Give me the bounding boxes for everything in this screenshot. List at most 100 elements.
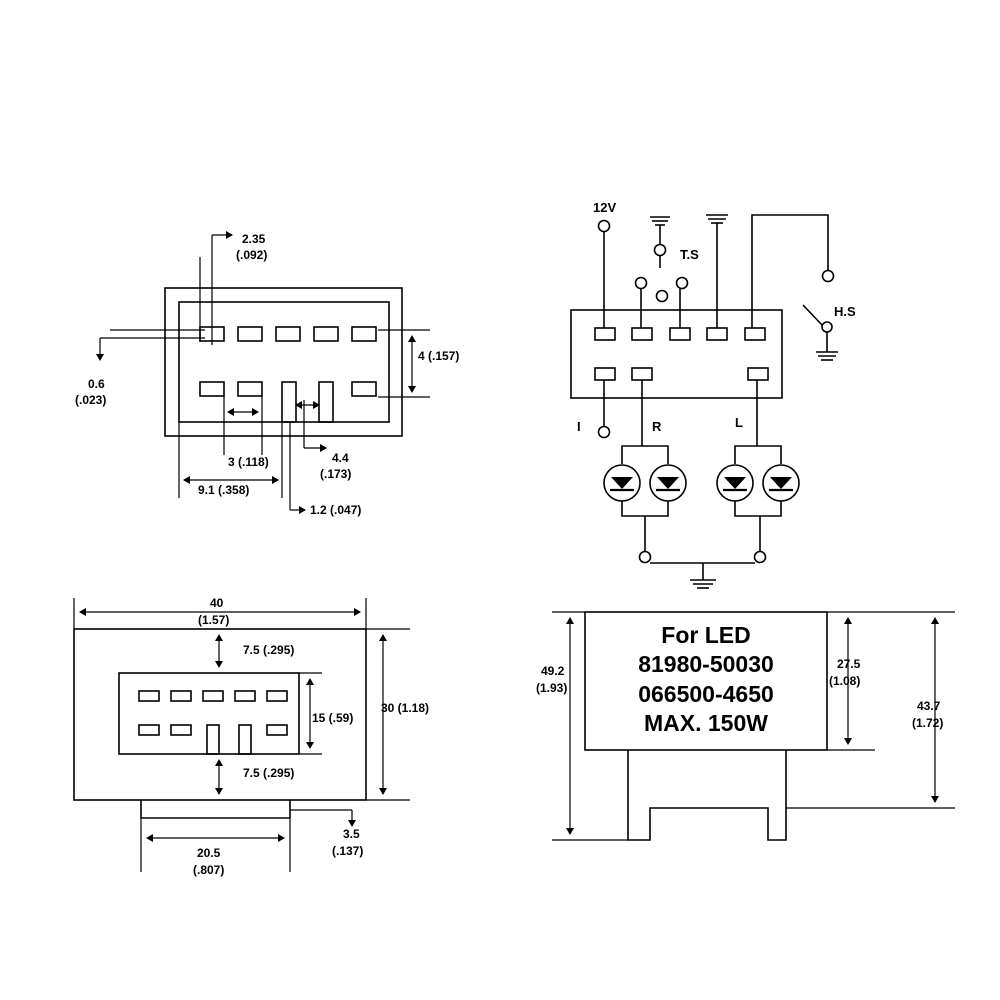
ground-icon	[650, 216, 670, 226]
wide-pin-slot	[318, 381, 334, 423]
terminal-node	[597, 425, 611, 439]
connector-inner-frame	[178, 301, 390, 423]
dim-pin-thickness-inch: (.023)	[75, 393, 106, 407]
pin-slot	[313, 326, 339, 342]
terminal-slot	[744, 327, 766, 341]
terminal-node	[655, 289, 669, 303]
wire	[734, 445, 782, 464]
wire	[751, 214, 829, 328]
dim-wide-pin-gap: 1.2 (.047)	[310, 503, 361, 517]
wire	[621, 445, 669, 464]
switch-lever	[802, 304, 823, 326]
led-diode-icon	[603, 464, 641, 502]
terminal-node	[821, 321, 833, 333]
wiring-diagram: 12V T.S H.S	[570, 200, 856, 589]
led-diode-icon	[649, 464, 687, 502]
dim-total-height-inch: (1.93)	[536, 681, 567, 695]
dim-body-height-mm: 27.5	[837, 657, 861, 671]
terminal-node	[675, 276, 689, 290]
terminal-node	[597, 219, 611, 233]
pin-slot	[237, 326, 263, 342]
pin-slot	[202, 690, 224, 702]
terminal-node	[753, 550, 767, 564]
pin-slot	[138, 690, 160, 702]
terminal-slot	[747, 367, 769, 381]
label-line-2: 81980-50030	[638, 651, 774, 677]
dim-body-height-inch: (1.08)	[829, 674, 860, 688]
dim-wide-pin-mm: 4.4	[332, 451, 349, 465]
terminal-slot	[594, 327, 616, 341]
terminal-slot	[631, 327, 653, 341]
dim-overall-height-inch: (1.72)	[912, 716, 943, 730]
dim-bottom-margin: 7.5 (.295)	[243, 766, 294, 780]
pin-slot	[138, 724, 160, 736]
led-diode-icon	[762, 464, 800, 502]
dim-pin-width-inch: (.092)	[236, 248, 267, 262]
relay-legs	[627, 750, 787, 841]
label-turn-switch: T.S	[680, 247, 699, 262]
terminal-node	[634, 276, 648, 290]
pin-slot	[170, 724, 192, 736]
pin-slot	[199, 381, 225, 397]
dim-base-depth-mm: 3.5	[343, 827, 360, 841]
ground-icon	[690, 579, 716, 589]
dim-pin-thickness-mm: 0.6	[88, 377, 105, 391]
label-hazard-switch: H.S	[834, 304, 856, 319]
dim-offset: 9.1 (.358)	[198, 483, 249, 497]
dim-pin-gap: 3 (.118)	[228, 455, 269, 469]
relay-body	[584, 611, 828, 751]
dim-base-width-inch: (.807)	[193, 863, 224, 877]
ground-icon	[706, 214, 728, 224]
socket-outline	[118, 672, 300, 755]
label-12v: 12V	[593, 200, 616, 215]
dim-pin-width-mm: 2.35	[242, 232, 266, 246]
top-row-pins	[199, 326, 377, 342]
wide-pin-slot	[281, 381, 297, 423]
label-line-3: 066500-4650	[638, 681, 774, 707]
dim-row-spacing: 4 (.157)	[418, 349, 459, 363]
pin-slot	[237, 381, 263, 397]
connector-top-view: 2.35 (.092) 0.6 (.023) 4 (.157) 3 (.118)…	[75, 231, 459, 517]
bottom-row-pins	[199, 381, 377, 423]
dim-base-width-mm: 20.5	[197, 846, 221, 860]
dim-wide-pin-inch: (.173)	[320, 467, 351, 481]
terminal-slot	[706, 327, 728, 341]
wire	[621, 501, 669, 517]
connector-outer-frame	[164, 287, 403, 437]
base-outline	[140, 800, 291, 819]
dim-total-height-mm: 49.2	[541, 664, 565, 678]
side-view: For LED 81980-50030 066500-4650 MAX. 150…	[536, 611, 955, 841]
pin-slot	[266, 724, 288, 736]
wide-pin-slot	[206, 724, 220, 755]
terminal-slot	[669, 327, 691, 341]
label-line-4: MAX. 150W	[644, 710, 768, 736]
housing-bottom-view: 40 (1.57) 30 (1.18) 7.5 (.295) 7.5 (.295…	[73, 596, 429, 877]
label-terminal-r: R	[652, 419, 662, 434]
pin-slot	[170, 690, 192, 702]
dim-socket-height: 15 (.59)	[312, 711, 353, 725]
dim-top-margin: 7.5 (.295)	[243, 643, 294, 657]
terminal-slot	[594, 367, 616, 381]
pin-slot	[351, 326, 377, 342]
housing-outline	[73, 628, 367, 801]
led-diode-icon	[716, 464, 754, 502]
wide-pin-slot	[238, 724, 252, 755]
dim-housing-height: 30 (1.18)	[381, 701, 429, 715]
label-terminal-l: L	[735, 415, 743, 430]
pin-slot	[351, 381, 377, 397]
ground-icon	[816, 351, 838, 361]
relay-block	[570, 309, 783, 399]
pin-slot	[234, 690, 256, 702]
label-line-1: For LED	[661, 622, 750, 648]
terminal-slot	[631, 367, 653, 381]
pin-slot	[275, 326, 301, 342]
pin-slot	[266, 690, 288, 702]
dim-overall-height-mm: 43.7	[917, 699, 941, 713]
terminal-node	[638, 550, 652, 564]
terminal-node	[821, 269, 835, 283]
wire	[734, 501, 782, 517]
label-terminal-i: I	[577, 419, 581, 434]
dim-width-mm: 40	[210, 596, 224, 610]
